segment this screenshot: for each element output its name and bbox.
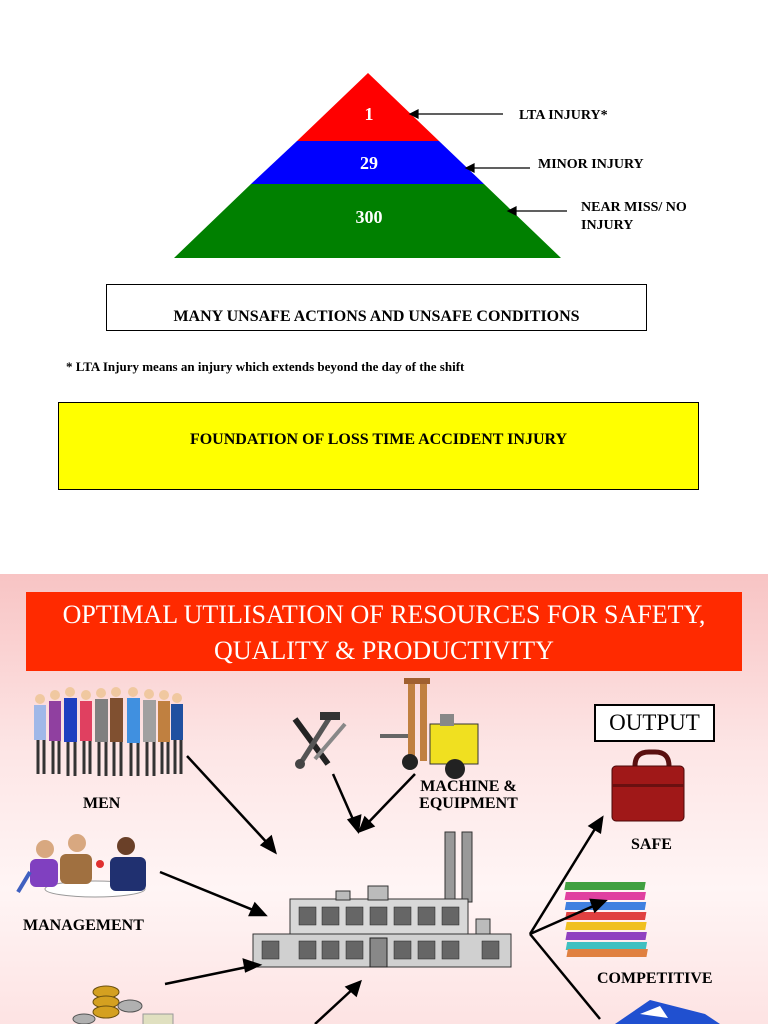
unsafe-conditions-text: MANY UNSAFE ACTIONS AND UNSAFE CONDITION… (173, 308, 580, 325)
label-machine-equipment: MACHINE & EQUIPMENT (419, 778, 518, 812)
label-competitive: COMPETITIVE (597, 970, 713, 987)
factory-icon (252, 831, 512, 968)
label-minor-injury: MINOR INJURY (538, 157, 644, 172)
forklift-icon (380, 678, 479, 779)
management-meeting-icon (16, 834, 146, 898)
arrow-out-safe (528, 823, 600, 935)
arrow-bottom-up (314, 986, 356, 1024)
tools-icon (292, 712, 347, 769)
slide-title: OPTIMAL UTILISATION OF RESOURCES FOR SAF… (26, 592, 742, 671)
briefcase-icon (611, 749, 685, 822)
label-safe: SAFE (631, 836, 672, 853)
label-near-miss: NEAR MISS/ NO INJURY (581, 200, 687, 233)
arrow-tools (331, 773, 357, 825)
label-lta-injury: LTA INJURY* (519, 108, 608, 123)
paper-stack-icon (564, 882, 648, 957)
pyramid-level-bottom (174, 184, 561, 258)
unsafe-conditions-box: MANY UNSAFE ACTIONS AND UNSAFE CONDITION… (106, 284, 647, 331)
label-management: MANAGEMENT (23, 917, 144, 934)
arrow-out-bottom (529, 933, 601, 1020)
pyramid-level-middle (251, 141, 484, 184)
lta-footnote: * LTA Injury means an injury which exten… (66, 359, 465, 374)
coins-icon (72, 985, 174, 1024)
partial-blue-icon (615, 1000, 720, 1024)
arrow-men (186, 755, 271, 847)
resources-slide: OPTIMAL UTILISATION OF RESOURCES FOR SAF… (0, 574, 768, 1024)
pyramid-value-middle: 29 (360, 153, 378, 173)
arrow-forklift (364, 773, 416, 827)
pyramid-value-bottom: 300 (355, 207, 383, 227)
arrow-management (159, 870, 259, 914)
pyramid-level-top (297, 73, 439, 141)
slide-illustrations (16, 678, 720, 1024)
label-men: MEN (83, 795, 121, 812)
arrow-out-competitive (529, 902, 599, 936)
output-box: OUTPUT (594, 704, 715, 742)
injury-pyramid (174, 73, 567, 258)
pyramid-value-top: 1 (364, 104, 374, 124)
foundation-text: FOUNDATION OF LOSS TIME ACCIDENT INJURY (189, 431, 568, 448)
arrow-money (164, 964, 253, 986)
men-group-icon (34, 687, 183, 776)
foundation-box: FOUNDATION OF LOSS TIME ACCIDENT INJURY (58, 402, 699, 490)
